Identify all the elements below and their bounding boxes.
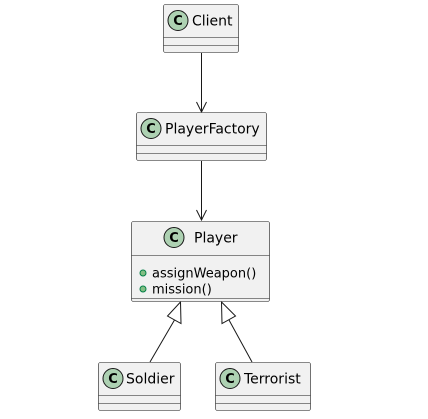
public-method-icon [139,269,147,277]
public-method-icon [139,285,147,293]
class-name: Terrorist [243,372,301,388]
generalization-terrorist-to-player [220,300,253,363]
association-client-to-playerfactory [196,53,207,114]
class-stereotype-letter: C [108,372,118,387]
class-stereotype-letter: C [146,122,156,137]
relations [149,53,253,363]
class-terrorist[interactable]: C Terrorist [215,362,311,411]
method-name: assignWeapon() [152,267,256,282]
class-stereotype-letter: C [173,14,183,29]
method-name: mission() [152,283,212,298]
class-c-icon: C [140,118,162,139]
class-c-icon: C [167,10,189,31]
class-stereotype-letter: C [169,231,179,246]
class-name: Client [192,14,233,30]
class-stereotype-letter: C [225,372,235,387]
class-c-icon: C [219,368,241,389]
association-playerfactory-to-player [196,161,207,222]
method-assignweapon: assignWeapon() [139,267,256,282]
class-playerfactory[interactable]: C PlayerFactory [136,112,267,161]
class-name: Soldier [126,372,175,388]
class-player[interactable]: C Player assignWeapon() mission() [131,221,270,302]
class-client[interactable]: C Client [163,4,239,53]
class-name: PlayerFactory [165,122,260,138]
method-mission: mission() [139,283,212,298]
generalization-soldier-to-player [149,300,182,363]
class-name: Player [194,231,238,247]
class-c-icon: C [102,368,124,389]
class-c-icon: C [163,227,185,248]
class-soldier[interactable]: C Soldier [98,362,181,411]
